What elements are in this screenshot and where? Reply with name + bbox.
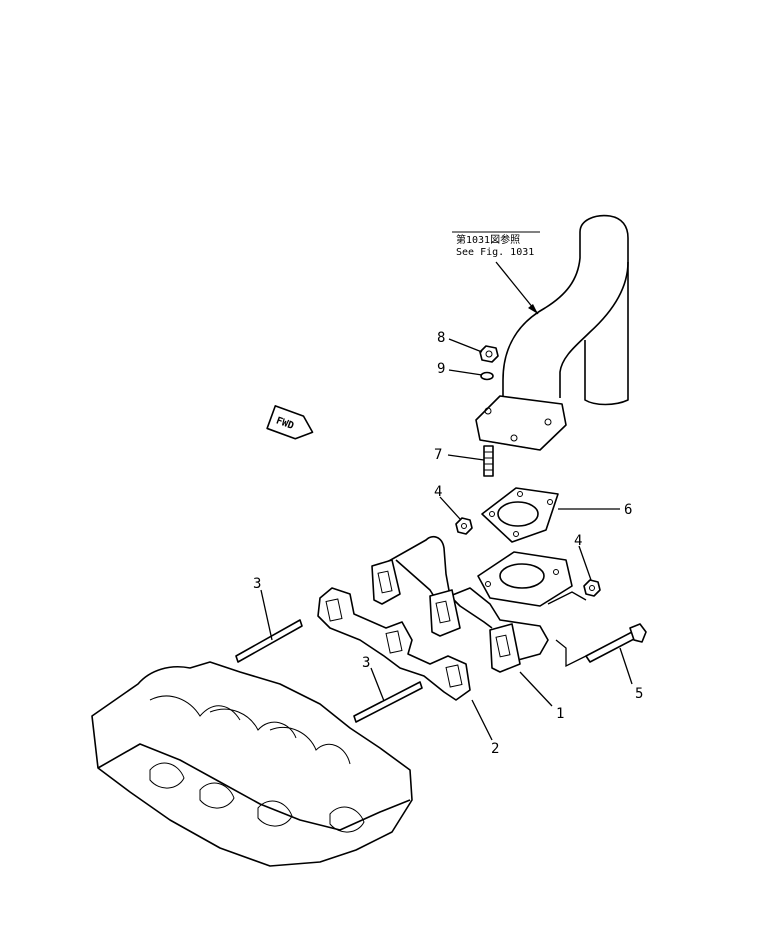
lock-washer — [480, 371, 494, 381]
callout-2: 2 — [491, 741, 499, 757]
callout-1: 1 — [556, 706, 564, 722]
manifold-stud-upper — [235, 619, 303, 663]
callout-5: 5 — [635, 686, 643, 702]
reference-note-jp: 第1031図参照 — [456, 233, 520, 246]
stud-bolt — [483, 445, 494, 477]
callout-4-upper: 4 — [434, 484, 442, 500]
manifold-nut-right — [583, 579, 601, 597]
callout-4-right: 4 — [574, 533, 582, 549]
callout-3-lower: 3 — [362, 655, 370, 671]
leader-lines — [260, 338, 633, 741]
callouts: 1 2 3 3 4 4 5 6 7 8 9 — [253, 330, 643, 757]
callout-9: 9 — [437, 361, 445, 377]
flange-gasket — [481, 487, 559, 543]
reference-note: 第1031図参照 See Fig. 1031 — [452, 231, 540, 315]
fwd-direction-marker: FWD — [266, 405, 314, 440]
flange-nut — [479, 345, 499, 363]
exhaust-pipe — [475, 214, 629, 451]
cylinder-head — [91, 661, 413, 867]
callout-6: 6 — [624, 502, 632, 518]
reference-note-en: See Fig. 1031 — [456, 247, 534, 258]
manifold-gasket — [317, 587, 471, 701]
callout-7: 7 — [434, 447, 442, 463]
callout-3-upper: 3 — [253, 576, 261, 592]
callout-8: 8 — [437, 330, 445, 346]
manifold-stud-lower — [353, 681, 423, 723]
manifold-nut-upper — [455, 517, 473, 535]
exhaust-manifold — [371, 535, 573, 673]
manifold-bolt — [585, 623, 647, 663]
